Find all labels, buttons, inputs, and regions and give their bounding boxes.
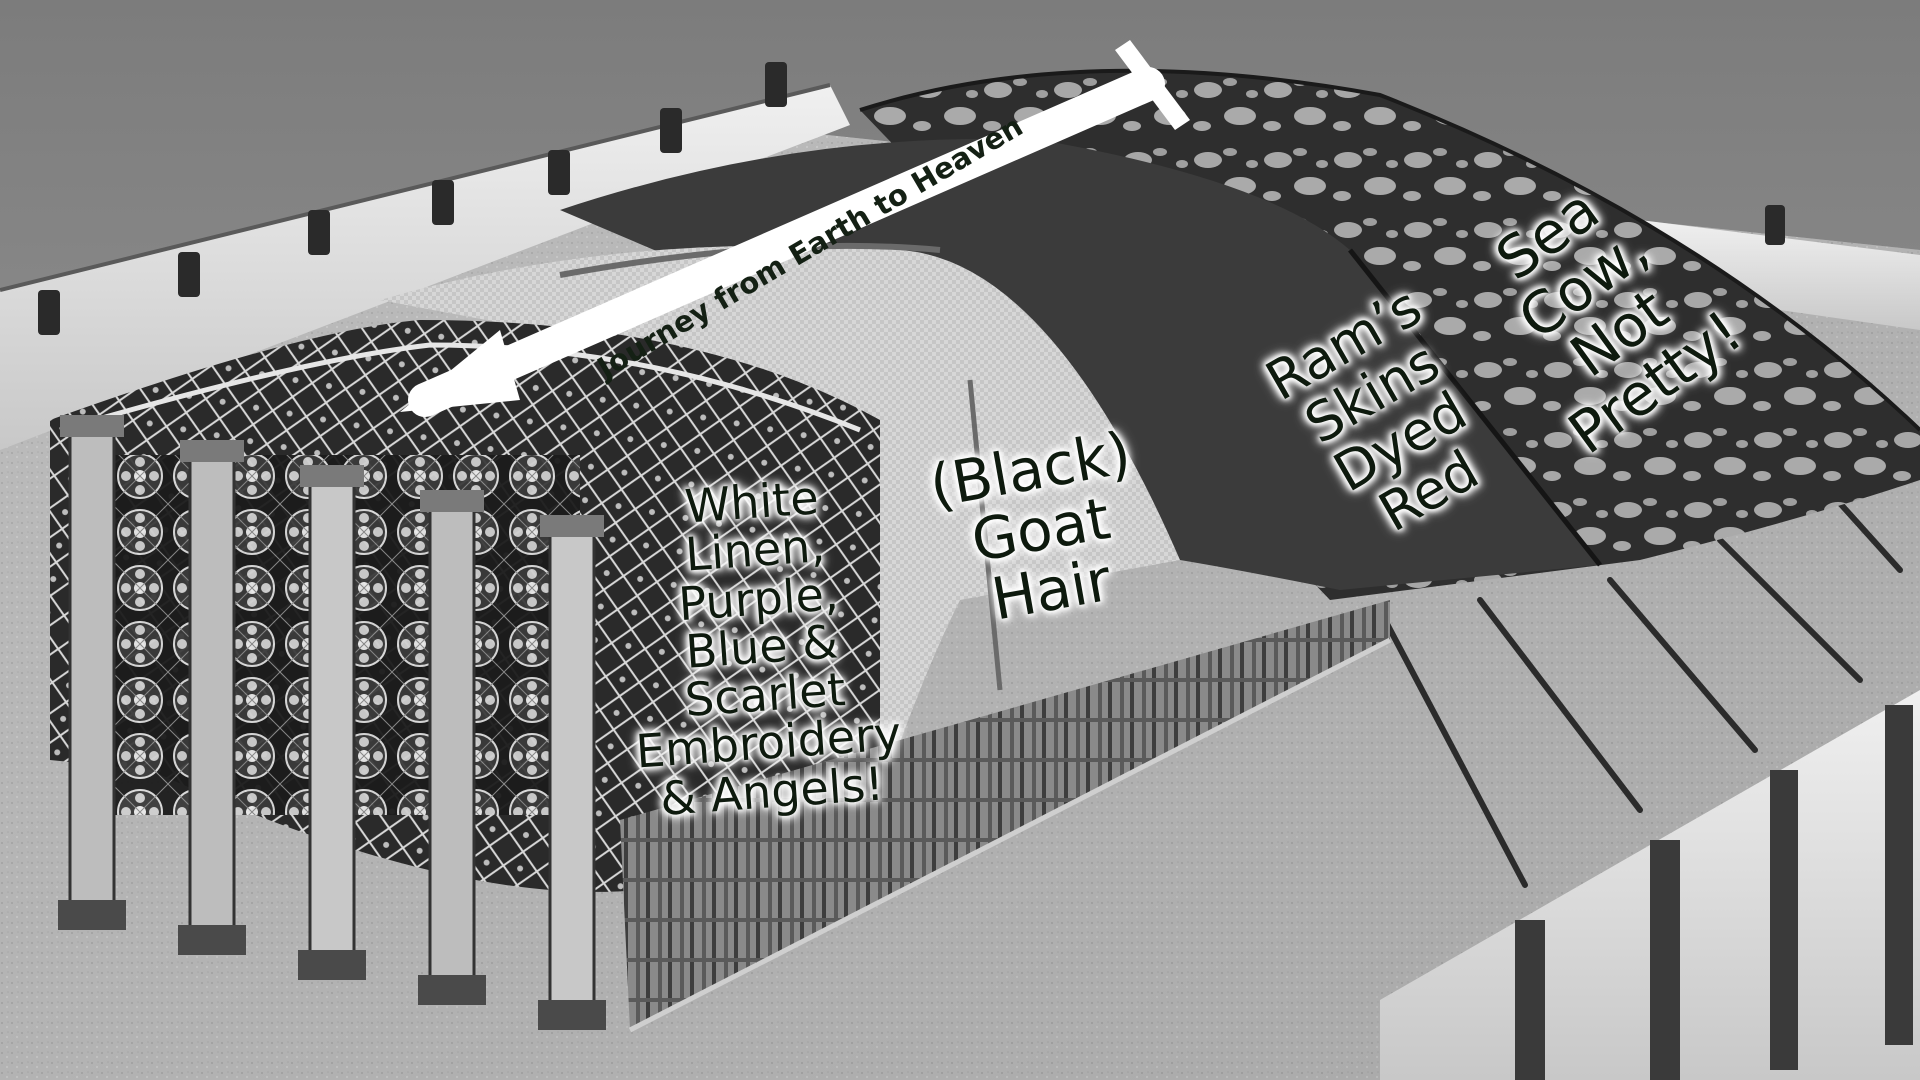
double-headed-arrow-icon [400, 40, 1190, 417]
linen-layer-label: White Linen, Purple, Blue & Scarlet Embr… [600, 468, 923, 825]
